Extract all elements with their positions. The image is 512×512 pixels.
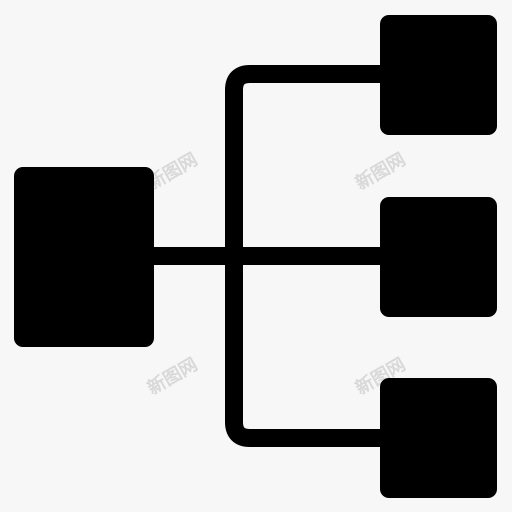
child-node-middle: [380, 197, 497, 317]
watermark-text: 新图网: [144, 353, 202, 399]
watermark-text: 新图网: [352, 148, 410, 194]
child-node-top: [380, 15, 497, 135]
watermark-group: 新图网 新图网 新图网 新图网: [144, 148, 410, 399]
root-node: [14, 167, 154, 347]
child-node-bottom: [380, 378, 497, 498]
connector-lines: [150, 65, 384, 447]
